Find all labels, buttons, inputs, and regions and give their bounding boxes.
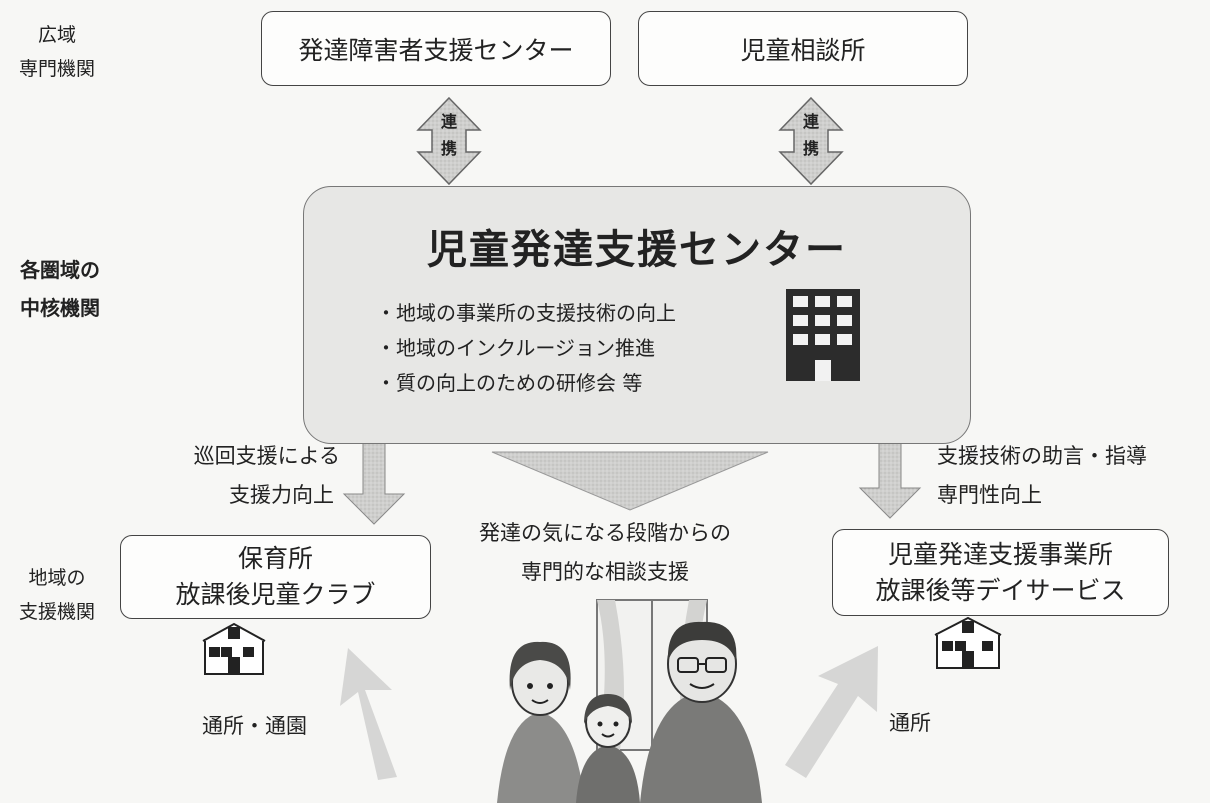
center-bullet-3: ・質の向上のための研修会 等	[376, 371, 643, 395]
label-local: 地域の 支援機関	[2, 561, 112, 629]
annotation-right-line2: 専門性向上	[937, 483, 1042, 507]
box-office-line2: 放課後等デイサービス	[875, 575, 1126, 605]
label-core: 各圏域の 中核機関	[0, 251, 120, 327]
annotation-right: 支援技術の助言・指導 専門性向上	[937, 437, 1207, 515]
cooperation-label-right-char1: 連	[802, 112, 819, 131]
cooperation-label-left: 連 携	[436, 108, 462, 162]
diagonal-arrow-right	[785, 646, 878, 778]
box-nursery-line2: 放課後児童クラブ	[175, 580, 376, 609]
box-office-line1: 児童発達支援事業所	[887, 539, 1113, 569]
label-commute-left: 通所・通園	[202, 714, 307, 738]
cooperation-arrow-left	[416, 96, 482, 186]
diagonal-arrow-left	[340, 648, 397, 780]
cooperation-label-right: 連 携	[798, 108, 824, 162]
label-wide-area-line1: 広域	[37, 24, 76, 46]
label-core-line1: 各圏域の	[20, 258, 100, 282]
center-bullets: ・地域の事業所の支援技術の向上 ・地域のインクルージョン推進 ・質の向上のための…	[376, 296, 676, 401]
cooperation-arrow-right	[778, 96, 844, 186]
label-core-line2: 中核機関	[20, 296, 100, 320]
annotation-right-line1: 支援技術の助言・指導	[937, 444, 1147, 468]
box-nursery-afterschool-club: 保育所 放課後児童クラブ	[120, 535, 431, 619]
down-arrow-left	[342, 429, 406, 525]
box-developmental-disability-support-center-text: 発達障害者支援センター	[298, 35, 574, 65]
center-down-triangle	[491, 451, 769, 511]
center-bullet-2: ・地域のインクルージョン推進	[376, 336, 655, 360]
cooperation-label-right-char2: 携	[802, 139, 819, 158]
box-child-development-support-office: 児童発達支援事業所 放課後等デイサービス	[832, 529, 1169, 616]
label-wide-area-line2: 専門機関	[18, 58, 95, 80]
label-local-line1: 地域の	[28, 567, 86, 589]
annotation-middle: 発達の気になる段階からの 専門的な相談支援	[440, 514, 770, 592]
center-bullet-1: ・地域の事業所の支援技術の向上	[376, 301, 676, 325]
box-nursery-line1: 保育所	[237, 544, 313, 573]
annotation-middle-line1: 発達の気になる段階からの	[479, 521, 731, 545]
annotation-left-line2: 支援力向上	[229, 483, 334, 507]
cooperation-label-left-char2: 携	[440, 139, 457, 158]
label-local-line2: 支援機関	[18, 601, 95, 623]
box-child-guidance-center: 児童相談所	[638, 11, 968, 86]
label-commute-right: 通所	[889, 711, 931, 735]
box-child-guidance-center-text: 児童相談所	[740, 35, 866, 65]
cooperation-label-left-char1: 連	[440, 112, 457, 131]
box-developmental-disability-support-center: 発達障害者支援センター	[261, 11, 611, 86]
label-wide-area: 広域 専門機関	[2, 18, 112, 86]
annotation-middle-line2: 専門的な相談支援	[521, 560, 689, 584]
annotation-left-line1: 巡回支援による	[193, 444, 340, 468]
annotation-left: 巡回支援による 支援力向上	[140, 437, 340, 515]
center-title: 児童発達支援センター	[427, 227, 847, 273]
